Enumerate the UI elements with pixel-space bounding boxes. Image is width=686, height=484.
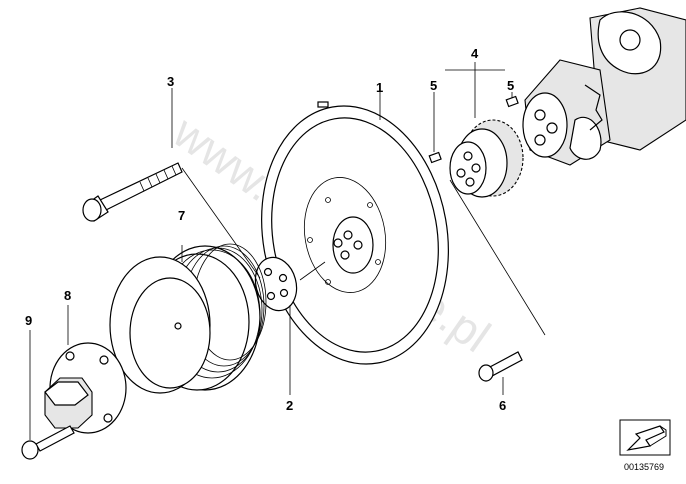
callout-5-left: 5 bbox=[430, 78, 437, 93]
callout-4: 4 bbox=[471, 46, 479, 61]
callout-6: 6 bbox=[499, 398, 506, 413]
arrow-badge-icon bbox=[619, 419, 671, 456]
bolt-3 bbox=[82, 162, 183, 222]
callout-9: 9 bbox=[25, 313, 32, 328]
crankshaft bbox=[522, 7, 686, 166]
pin-5-right bbox=[505, 95, 519, 108]
bolt-6 bbox=[478, 351, 523, 382]
pin-5-left bbox=[428, 151, 442, 164]
hub-8 bbox=[44, 342, 127, 434]
callout-3: 3 bbox=[167, 74, 174, 89]
flywheel-1 bbox=[261, 101, 449, 365]
callout-2: 2 bbox=[286, 398, 293, 413]
callout-5-right: 5 bbox=[507, 78, 514, 93]
callout-7: 7 bbox=[178, 208, 185, 223]
callout-8: 8 bbox=[64, 288, 71, 303]
diagram-code: 00135769 bbox=[624, 462, 664, 472]
leader-lines bbox=[29, 62, 546, 440]
vibration-damper-7 bbox=[109, 243, 267, 394]
sprocket-4 bbox=[449, 119, 524, 198]
callout-1: 1 bbox=[376, 80, 383, 95]
bolt-9 bbox=[21, 425, 75, 460]
